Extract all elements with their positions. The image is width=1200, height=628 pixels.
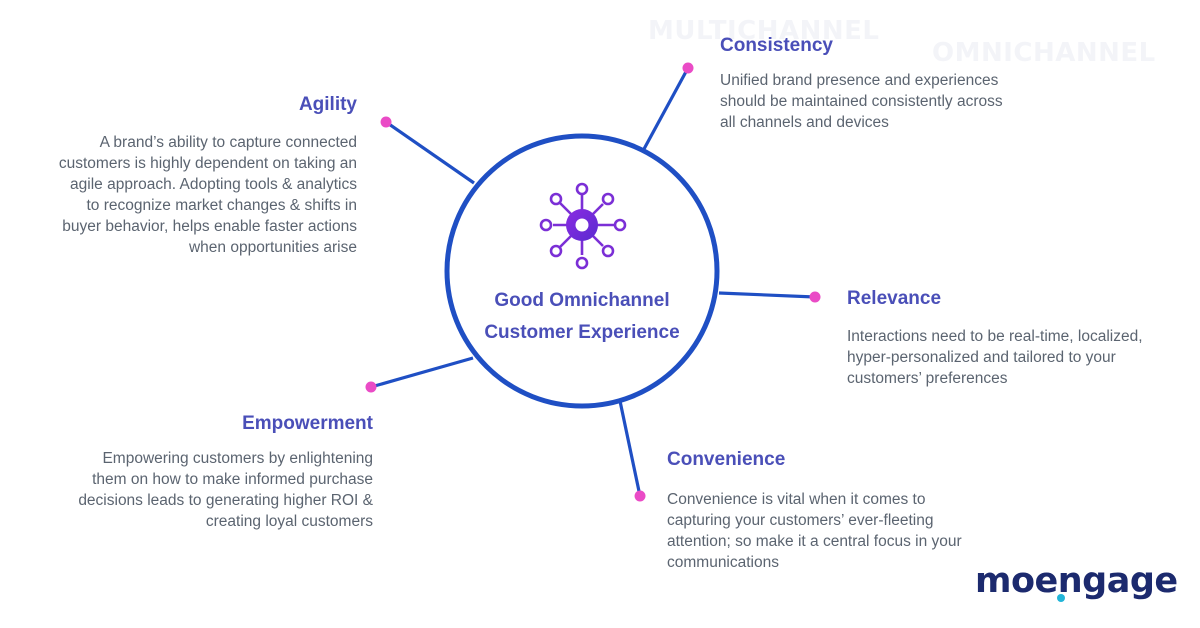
node-consistency-title: Consistency (720, 35, 833, 56)
node-empowerment: Empowerment Empowering customers by enli… (8, 412, 373, 532)
node-convenience-text-4: communications (667, 554, 779, 571)
endpoint-relevance (809, 291, 821, 303)
node-empowerment-text-4: creating loyal customers (205, 513, 373, 530)
endpoint-agility (380, 116, 392, 128)
background-word-multichannel: MULTICHANNEL (648, 16, 880, 46)
endpoint-empowerment (365, 381, 377, 393)
node-agility-text-3: agile approach. Adopting tools & analyti… (70, 176, 357, 193)
node-agility-text-1: A brand’s ability to capture connected (99, 134, 357, 151)
network-hub-icon (539, 182, 627, 270)
node-relevance-title: Relevance (847, 288, 942, 309)
connector-consistency (642, 67, 690, 150)
connector-agility (385, 120, 475, 185)
center-title-line-1: Good Omnichannel (494, 290, 670, 311)
node-convenience-text-1: Convenience is vital when it comes to (667, 491, 926, 508)
node-empowerment-title: Empowerment (242, 413, 373, 434)
node-convenience-text-2: capturing your customers’ ever-fleeting (667, 512, 934, 529)
moengage-logo: moengage (975, 558, 1185, 604)
node-agility-text-2: customers is highly dependent on taking … (58, 155, 357, 172)
node-empowerment-text-2: them on how to make informed purchase (92, 471, 373, 488)
node-convenience-text-3: attention; so make it a central focus in… (667, 533, 962, 550)
moengage-logo-dot (1057, 594, 1065, 602)
connector-convenience (618, 400, 642, 497)
node-relevance-text-2: hyper-personalized and tailored to your (847, 349, 1116, 366)
node-convenience: Convenience Convenience is vital when it… (667, 448, 962, 573)
node-agility-text-5: buyer behavior, helps enable faster acti… (62, 218, 357, 235)
center-ring (444, 133, 720, 409)
node-relevance-text-3: customers’ preferences (847, 370, 1008, 387)
node-empowerment-text-3: decisions leads to generating higher ROI… (78, 492, 373, 509)
center-title: Good Omnichannel Customer Experience (452, 285, 712, 349)
node-consistency: Consistency Unified brand presence and e… (720, 34, 1003, 133)
background-word-omnichannel: OMNICHANNEL (932, 38, 1156, 68)
node-empowerment-text-1: Empowering customers by enlightening (102, 450, 373, 467)
node-agility-text-6: when opportunities arise (188, 239, 357, 256)
endpoint-consistency (682, 62, 694, 74)
connector-empowerment (370, 356, 474, 389)
node-relevance: Relevance Interactions need to be real-t… (847, 287, 1143, 389)
endpoint-convenience (634, 490, 646, 502)
node-agility-text-4: to recognize market changes & shifts in (86, 197, 357, 214)
node-agility: Agility A brand’s ability to capture con… (8, 93, 357, 258)
node-consistency-text-1: Unified brand presence and experiences (720, 72, 999, 89)
connector-relevance (718, 291, 816, 299)
center-title-line-2: Customer Experience (484, 322, 680, 343)
node-consistency-text-2: should be maintained consistently across (720, 93, 1003, 110)
node-agility-title: Agility (298, 94, 357, 115)
node-relevance-text-1: Interactions need to be real-time, local… (847, 328, 1143, 345)
moengage-logo-text: moengage (975, 561, 1178, 601)
node-convenience-title: Convenience (667, 449, 786, 470)
node-consistency-text-3: all channels and devices (720, 114, 889, 131)
